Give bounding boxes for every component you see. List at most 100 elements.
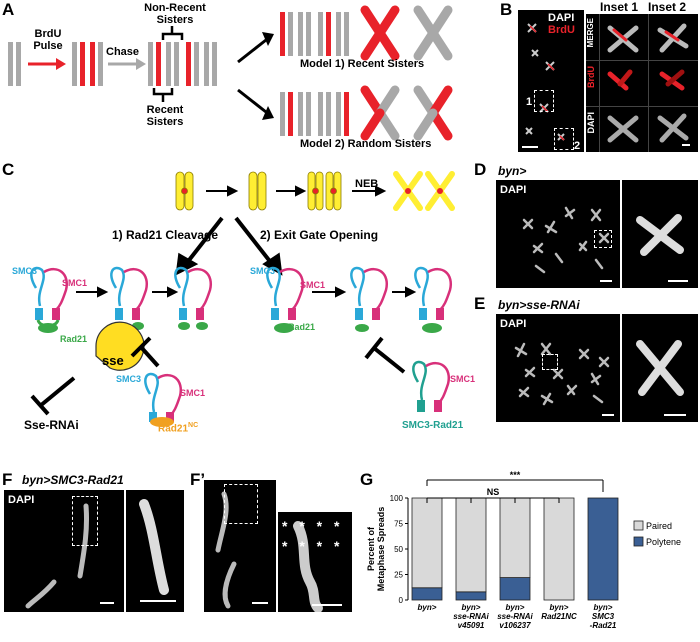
panel-a-label: A (2, 0, 15, 19)
panel-e-label: E (474, 294, 486, 313)
rad21-cleavage-label: 1) Rad21 Cleavage (112, 228, 219, 242)
separase-label: sse (102, 353, 124, 368)
panel-e-inset-scale (664, 414, 686, 416)
inset-box-2-label: 2 (574, 140, 581, 152)
separase-icon (95, 321, 145, 371)
inset-scale-bar (682, 144, 690, 146)
chase-label: Chase (106, 46, 140, 58)
scale-bar (522, 146, 538, 148)
panel-d-label: D (474, 160, 487, 179)
bar-paired (411, 497, 443, 589)
model2-label: Model 2) Random Sisters (300, 138, 432, 150)
panel-c-label: C (2, 160, 15, 179)
smc3-label-right: SMC3 (250, 266, 276, 276)
y-tick-label: 100 (390, 494, 404, 503)
inset-box-2 (554, 128, 574, 150)
cohesin-ring-cleaved (110, 266, 149, 330)
chromatid (8, 42, 13, 86)
chromatid (16, 42, 21, 86)
cohesin-ring-gate (350, 266, 389, 332)
panel-d-inset-scale (668, 280, 688, 282)
panel-d-scale (600, 280, 612, 282)
panel-f-image: DAPI (4, 490, 124, 612)
dapi-label: DAPI (548, 12, 575, 24)
polytene-stars: * * * * * * * * (282, 518, 344, 554)
panel-f-genotype: byn>SMC3-Rad21 (22, 473, 124, 487)
panel-f2-inset-scale (312, 604, 342, 606)
panel-b-overview-image: DAPI BrdU 1 2 (518, 10, 584, 152)
smc1-label: SMC1 (62, 278, 88, 288)
x-chromosome-half-red-2 (413, 85, 453, 141)
model1-label: Model 1) Recent Sisters (300, 58, 425, 70)
sse-rnai-label: Sse-RNAi (24, 418, 79, 432)
brdu-pulse-label: BrdU Pulse (33, 28, 63, 52)
legend-swatch (633, 536, 644, 547)
panel-c-diagram (30, 171, 455, 427)
legend-swatch (633, 520, 644, 531)
neb-label: NEB (355, 178, 379, 190)
inset-box-1 (534, 90, 554, 112)
panel-d-image: DAPI (496, 180, 620, 288)
panel-e-dapi: DAPI (500, 318, 527, 330)
cohesin-ring (30, 266, 69, 333)
rad21-label-right: Rad21 (288, 322, 316, 332)
panel-f2-scale (252, 602, 268, 604)
panel-a-diagram (8, 5, 453, 141)
bar-polytene (455, 591, 487, 601)
panel-f-inset (126, 490, 184, 612)
panel-f-inset-box (72, 496, 98, 546)
rad21nc-label: Rad21NC (158, 422, 198, 434)
cohesin-ring-exit (414, 266, 453, 333)
rad21nc-sup: NC (188, 422, 199, 429)
panel-f-dapi: DAPI (8, 494, 35, 506)
y-tick-label: 75 (394, 520, 403, 529)
panel-e-inset-box (542, 354, 558, 370)
brdu-label: BrdU (548, 24, 575, 36)
inset-grid: MERGE BrdU DAPI (586, 14, 698, 152)
smc1-label-nc: SMC1 (180, 388, 206, 398)
panel-f2-image (204, 480, 276, 612)
smc3-label: SMC3 (12, 266, 38, 276)
y-axis-label: Percent ofMetaphase Spreads (366, 507, 386, 592)
bar-polytene (587, 497, 619, 601)
non-recent-sisters-label: Non-Recent Sisters (144, 2, 206, 26)
panel-d-inset-box (594, 230, 612, 248)
panel-f2-inset: * * * * * * * * (278, 512, 352, 612)
smc1-label-fusion: SMC1 (450, 374, 476, 384)
y-tick-label: 50 (394, 545, 403, 554)
panel-d-inset (622, 180, 698, 288)
inset1-title: Inset 1 (600, 0, 639, 14)
sig-label-top: *** (510, 470, 521, 480)
panel-f-label: F (2, 470, 13, 489)
recent-bracket (152, 88, 174, 96)
x-chromosome-gray (413, 5, 453, 61)
x-chromosome-half-red (360, 85, 400, 141)
smc3-rad21-label: SMC3-Rad21 (402, 420, 464, 431)
rad21nc-text: Rad21 (158, 423, 189, 435)
x-tick-label: byn>Rad21NC (541, 603, 577, 621)
panel-g-label: G (360, 470, 374, 489)
bar-paired (455, 497, 487, 593)
cohesin-ring-open (174, 266, 213, 330)
x-tick-label: byn>SMC3-Rad21 (590, 603, 617, 630)
panel-e-scale (602, 414, 614, 416)
panel-f2-label: F’ (190, 470, 206, 489)
cohesin-ring-right (266, 266, 305, 333)
y-tick-label: 25 (394, 571, 403, 580)
y-tick-label: 0 (399, 596, 404, 605)
panel-e-inset (622, 314, 698, 422)
rad21-label: Rad21 (60, 334, 88, 344)
panel-f-scale (100, 602, 114, 604)
legend-label: Paired (646, 521, 672, 531)
separated-chromatids (393, 171, 455, 211)
smc3-rad21-ring (412, 360, 451, 412)
rad21nc-ring (144, 372, 183, 427)
panel-f2-inset-box (224, 484, 258, 524)
smc3-label-nc: SMC3 (116, 374, 142, 384)
bar-polytene (499, 577, 531, 601)
bar-paired (543, 497, 575, 601)
legend-label: Polytene (646, 537, 681, 547)
panel-d-dapi: DAPI (500, 184, 527, 196)
